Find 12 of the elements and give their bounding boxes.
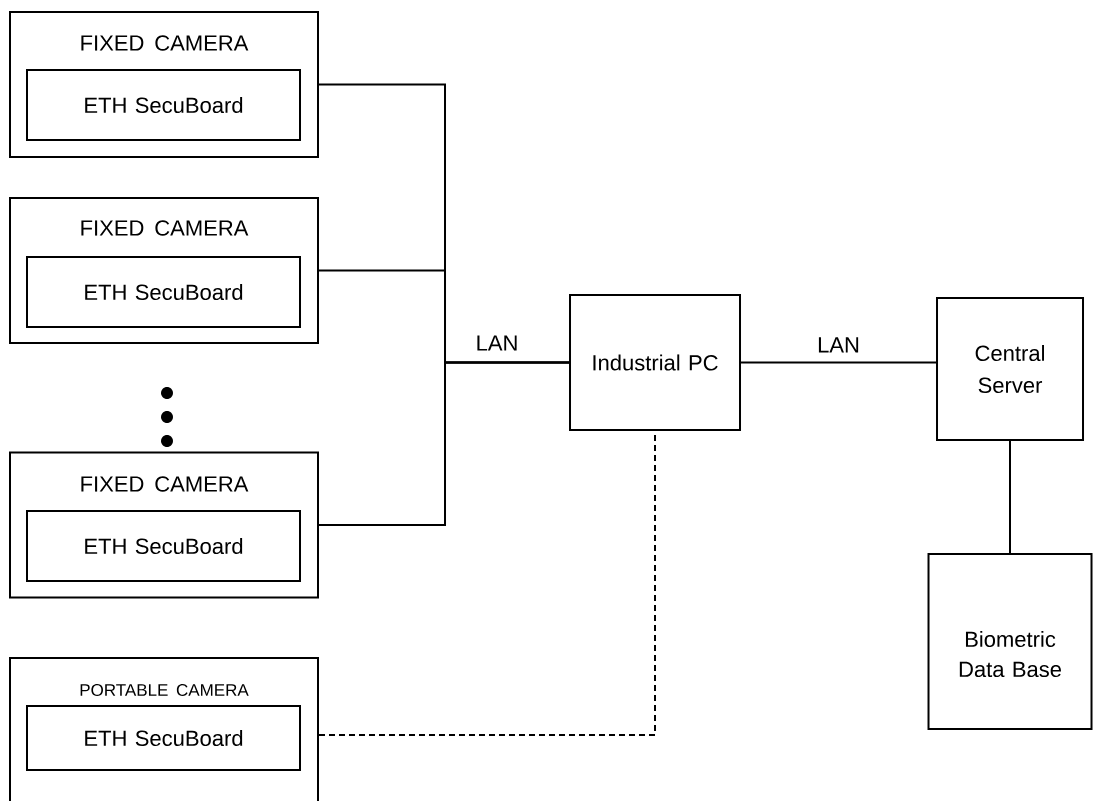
connector-line <box>1009 440 1011 554</box>
process-box: Central Server <box>936 297 1084 441</box>
board-box: ETH SecuBoard <box>26 705 301 771</box>
board-box: ETH SecuBoard <box>26 69 301 141</box>
process-box: Industrial PC <box>569 294 741 431</box>
database-cylinder: Biometric Data Base <box>927 553 1093 730</box>
connector-line <box>740 361 937 364</box>
board-box: ETH SecuBoard <box>26 510 301 582</box>
bus-label: LAN <box>477 335 517 351</box>
connector-line <box>318 361 570 526</box>
board-box: ETH SecuBoard <box>26 256 301 328</box>
edge-label: LAN <box>818 337 859 353</box>
